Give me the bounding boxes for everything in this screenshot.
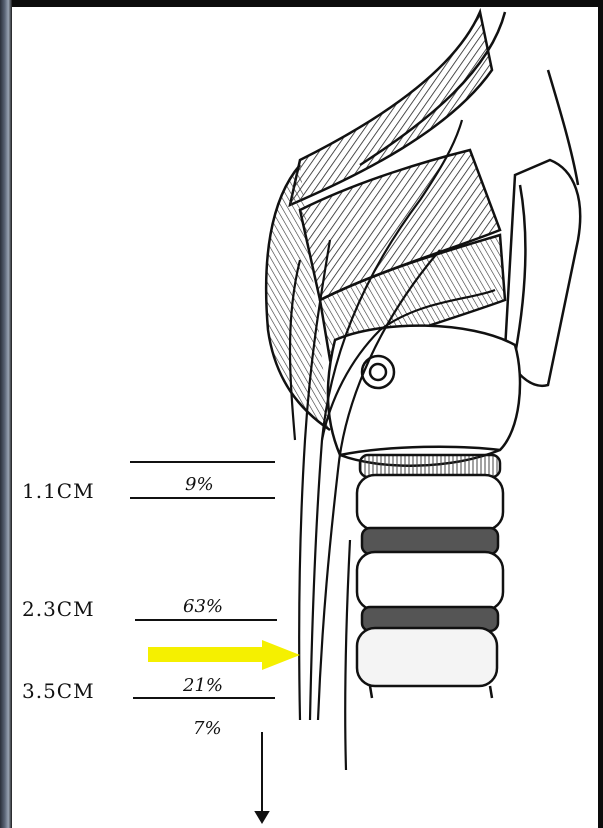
level-3-percent: 21%: [183, 675, 223, 696]
level-2-distance: 2.3CM: [22, 597, 95, 621]
level-1-distance: 1.1CM: [22, 479, 95, 503]
down-arrow-icon: [256, 732, 268, 822]
cricoid-cartilage: [328, 326, 520, 466]
below-level-percent: 7%: [193, 718, 222, 739]
level-2-percent: 63%: [183, 596, 223, 617]
level-lines: [130, 462, 277, 698]
level-1-percent: 9%: [185, 474, 214, 495]
level-3-distance: 3.5CM: [22, 679, 95, 703]
trachea: [357, 455, 503, 698]
pointer-arrow-icon: [148, 640, 300, 670]
